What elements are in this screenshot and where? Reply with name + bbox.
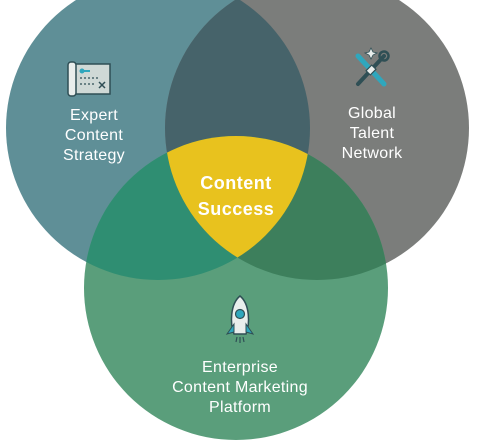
label-talent-line-1: Global bbox=[347, 105, 397, 122]
tools-icon bbox=[355, 47, 390, 87]
label-platform: Enterprise Content Marketing Platform bbox=[172, 358, 308, 418]
overlap-strategy-platform bbox=[84, 136, 310, 280]
label-center-line-1: Content bbox=[200, 173, 272, 193]
label-platform-line-1: Enterprise bbox=[202, 359, 278, 376]
label-platform-line-2: Content Marketing bbox=[172, 379, 308, 396]
label-talent-line-3: Network bbox=[341, 145, 403, 162]
label-center: Content Success bbox=[198, 170, 275, 222]
label-talent: Global Talent Network bbox=[342, 104, 403, 164]
label-strategy: Expert Content Strategy bbox=[63, 106, 125, 166]
label-strategy-line-3: Strategy bbox=[63, 147, 125, 164]
overlap-talent-platform bbox=[165, 136, 388, 280]
label-strategy-line-2: Content bbox=[64, 127, 124, 144]
label-platform-line-3: Platform bbox=[209, 399, 271, 416]
blueprint-icon bbox=[67, 61, 111, 97]
label-strategy-line-1: Expert bbox=[69, 107, 119, 124]
label-talent-line-2: Talent bbox=[349, 125, 395, 142]
rocket-icon bbox=[225, 295, 255, 343]
label-center-line-2: Success bbox=[197, 199, 275, 220]
